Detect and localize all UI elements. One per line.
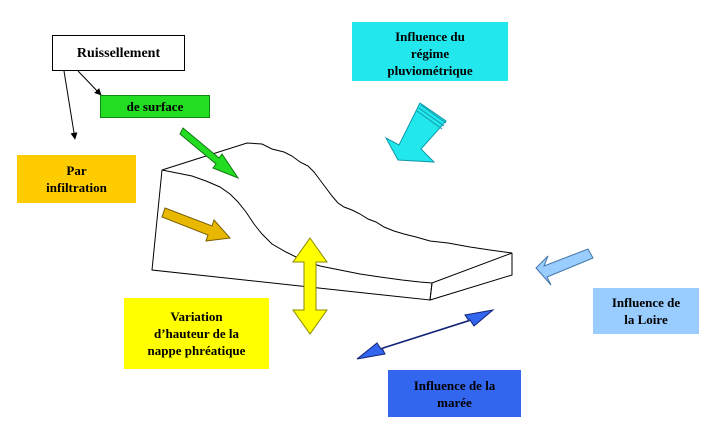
rainfall-regime-box: Influence du régime pluviométrique <box>352 22 508 81</box>
surface-runoff-arrow <box>179 127 240 180</box>
loire-arrow <box>535 248 594 286</box>
loire-influence-box: Influence de la Loire <box>593 288 699 334</box>
connector-to-surface <box>77 70 102 96</box>
terrain-block <box>151 142 513 301</box>
rainfall-arrow <box>384 102 447 163</box>
groundwater-level-box: Variation d’hauteur de la nappe phréatiq… <box>124 298 269 369</box>
terrain-right-face <box>429 253 513 301</box>
ruissellement-box: Ruissellement <box>52 35 185 71</box>
infiltration-arrow <box>161 207 232 242</box>
surface-runoff-box: de surface <box>100 95 210 118</box>
infiltration-box: Par infiltration <box>17 155 136 203</box>
tide-influence-box: Influence de la marée <box>388 370 521 417</box>
terrain-top <box>161 142 513 284</box>
connector-to-infiltration <box>63 70 78 140</box>
tide-arrow <box>356 309 495 360</box>
groundwater-level-arrow <box>292 237 328 335</box>
